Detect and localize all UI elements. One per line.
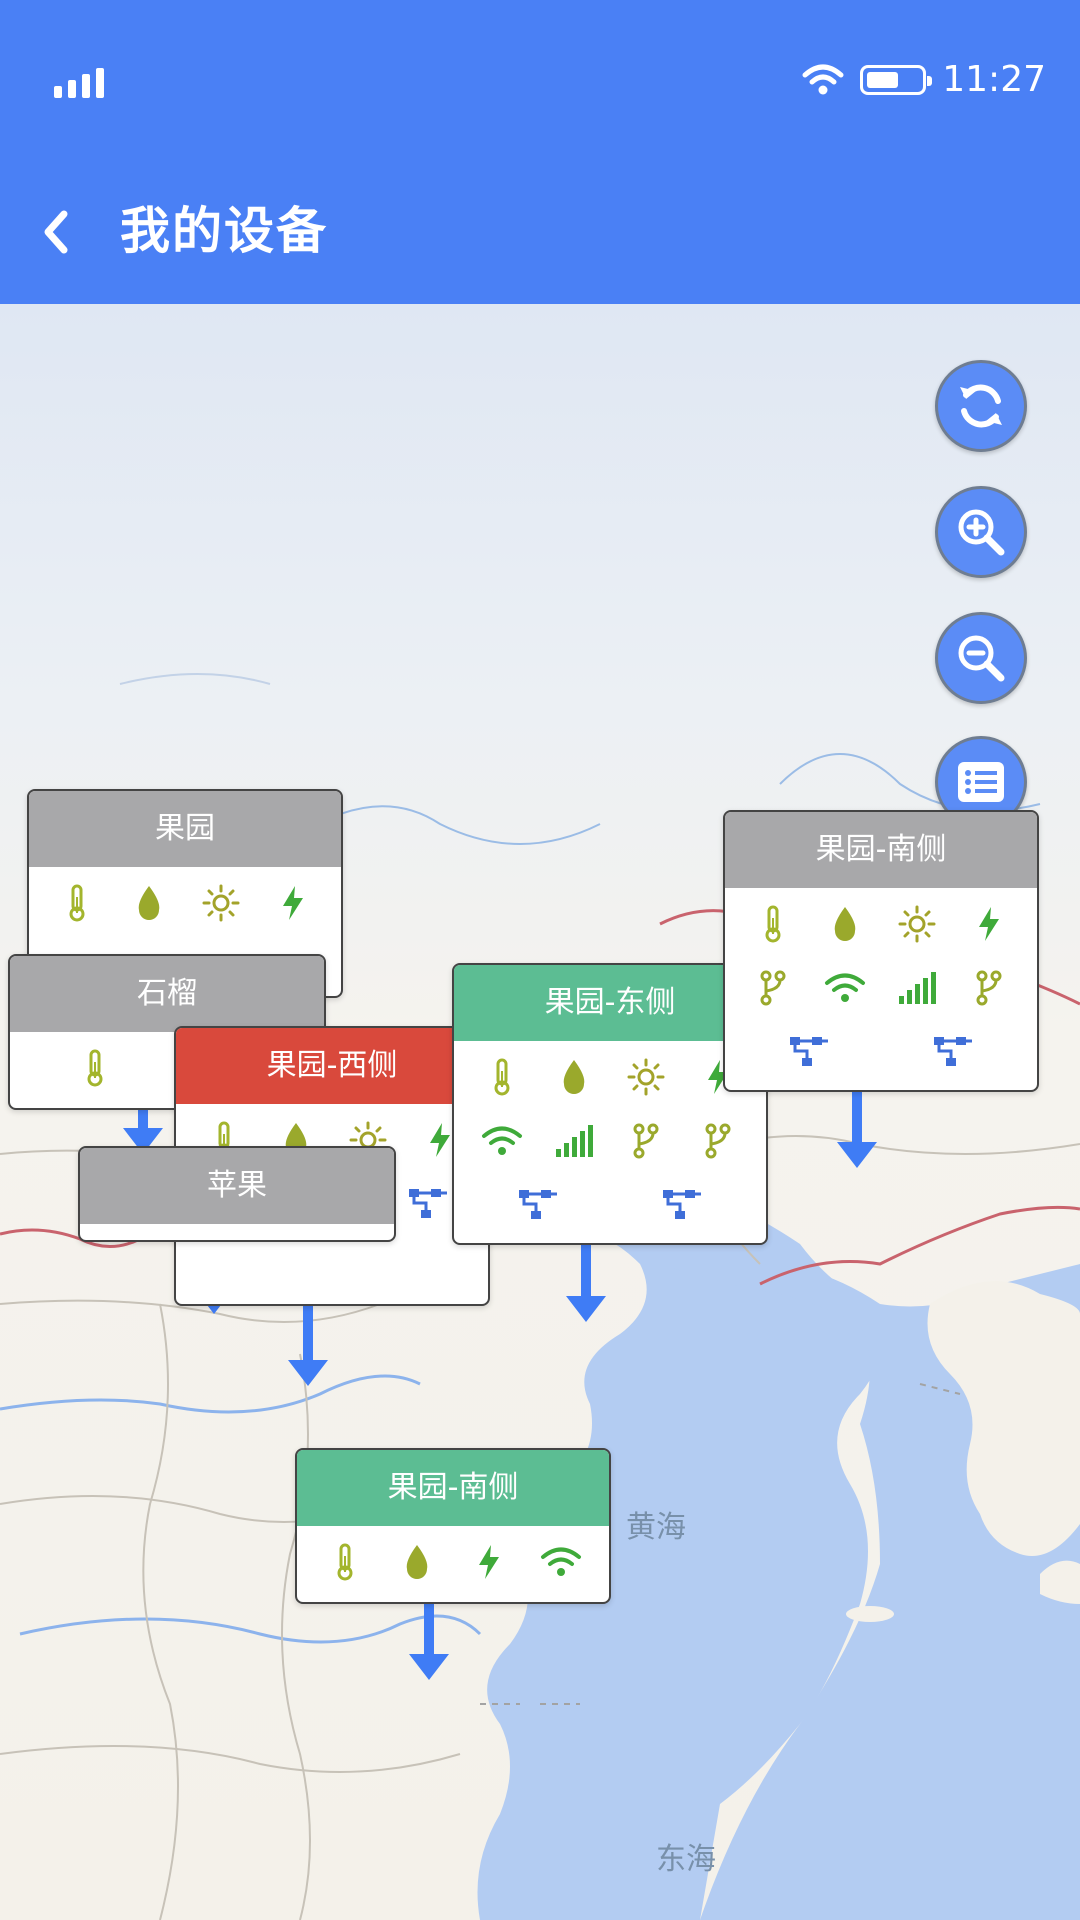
wifi-icon bbox=[525, 1530, 597, 1594]
network-icon bbox=[646, 1173, 718, 1237]
droplet-icon bbox=[381, 1530, 453, 1594]
device-card-title: 苹果 bbox=[80, 1148, 394, 1224]
app-header: 11:27 我的设备 bbox=[0, 0, 1080, 304]
network-icon bbox=[917, 1020, 989, 1084]
bolt-icon bbox=[257, 871, 329, 935]
device-card-title: 果园 bbox=[29, 791, 341, 867]
device-card[interactable]: 果园-南侧 bbox=[295, 1448, 611, 1604]
branch-icon bbox=[737, 956, 809, 1020]
device-sensor-grid bbox=[297, 1526, 609, 1594]
bolt-icon bbox=[453, 1530, 525, 1594]
droplet-icon bbox=[809, 892, 881, 956]
device-sensor-grid bbox=[725, 888, 1037, 1084]
sea-label-donghai: 东海 bbox=[656, 1842, 716, 1877]
network-icon bbox=[502, 1173, 574, 1237]
bolt-icon bbox=[953, 892, 1025, 956]
wifi-icon bbox=[466, 1109, 538, 1173]
device-card[interactable]: 苹果 bbox=[78, 1146, 396, 1242]
status-bar-right: 11:27 bbox=[802, 56, 1046, 104]
device-location-marker[interactable] bbox=[835, 1086, 879, 1168]
thermometer-icon bbox=[58, 1036, 131, 1100]
device-location-marker[interactable] bbox=[407, 1598, 451, 1680]
device-card[interactable]: 果园-东侧 bbox=[452, 963, 768, 1245]
device-sensor-grid bbox=[454, 1041, 766, 1237]
thermometer-icon bbox=[466, 1045, 538, 1109]
signal-icon bbox=[881, 956, 953, 1020]
status-time: 11:27 bbox=[942, 59, 1046, 100]
branch-icon bbox=[682, 1109, 754, 1173]
refresh-icon bbox=[960, 384, 1002, 428]
wifi-status-icon bbox=[802, 64, 844, 95]
wifi-icon bbox=[809, 956, 881, 1020]
zoom-in-button[interactable] bbox=[935, 486, 1027, 578]
back-button[interactable] bbox=[38, 208, 74, 256]
cell-signal-icon bbox=[54, 64, 104, 98]
zoom-out-button[interactable] bbox=[935, 612, 1027, 704]
droplet-icon bbox=[113, 871, 185, 935]
battery-icon bbox=[860, 65, 933, 95]
signal-icon bbox=[538, 1109, 610, 1173]
device-location-marker[interactable] bbox=[121, 1104, 165, 1154]
device-location-marker[interactable] bbox=[564, 1240, 608, 1322]
zoom-in-icon bbox=[958, 509, 1005, 556]
branch-icon bbox=[610, 1109, 682, 1173]
device-card-title: 果园-南侧 bbox=[297, 1450, 609, 1526]
sea-label-huanghai: 黄海 bbox=[626, 1510, 686, 1545]
device-sensor-grid bbox=[29, 867, 341, 935]
sun-icon bbox=[185, 871, 257, 935]
device-card-title: 果园-东侧 bbox=[454, 965, 766, 1041]
branch-icon bbox=[953, 956, 1025, 1020]
bolt-icon bbox=[682, 1045, 754, 1109]
thermometer-icon bbox=[737, 892, 809, 956]
bolt-icon bbox=[404, 1108, 476, 1172]
list-icon bbox=[958, 762, 1004, 802]
network-icon bbox=[773, 1020, 845, 1084]
device-location-marker[interactable] bbox=[286, 1300, 330, 1386]
device-card-title: 果园-西侧 bbox=[176, 1028, 488, 1104]
page-title: 我的设备 bbox=[120, 202, 328, 260]
refresh-button[interactable] bbox=[935, 360, 1027, 452]
network-icon bbox=[392, 1172, 464, 1236]
device-sensor-grid bbox=[80, 1224, 394, 1228]
device-card-title: 果园-南侧 bbox=[725, 812, 1037, 888]
zoom-out-icon bbox=[958, 635, 1005, 682]
device-card-title: 石榴 bbox=[10, 956, 324, 1032]
droplet-icon bbox=[538, 1045, 610, 1109]
sun-icon bbox=[881, 892, 953, 956]
thermometer-icon bbox=[309, 1530, 381, 1594]
device-card[interactable]: 果园-南侧 bbox=[723, 810, 1039, 1092]
sun-icon bbox=[610, 1045, 682, 1109]
thermometer-icon bbox=[41, 871, 113, 935]
